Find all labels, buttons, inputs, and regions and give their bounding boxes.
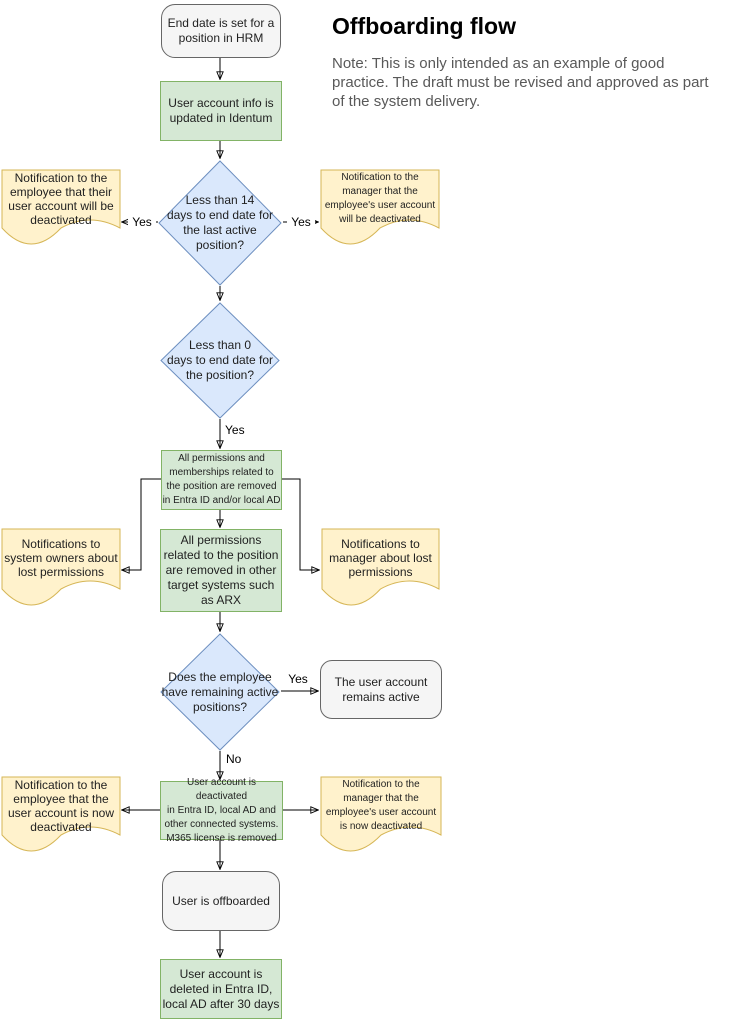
flow-node-permissions-ad: All permissions and memberships related … [161, 450, 282, 510]
flow-note-manager-lost-permissions-label: Notifications to manager about lost perm… [329, 537, 432, 580]
edge-permad-note-mgrlost [282, 478, 319, 570]
flow-decision-14days-label: Less than 14 days to end date for the la… [166, 193, 274, 252]
document-shape [320, 776, 442, 852]
flow-note-system-owners: Notifications to system owners about los… [1, 528, 121, 616]
flow-note-manager-now-deactivated: Notification to the manager that the emp… [320, 776, 442, 862]
flow-node-identum: User account info is updated in Identum [160, 81, 282, 141]
flow-node-identum-label: User account info is updated in Identum [168, 96, 274, 125]
document-shape [1, 776, 121, 852]
edge-permad-note-sysowners [122, 478, 161, 570]
flow-node-permissions-other: All permissions related to the position … [160, 529, 282, 612]
flow-note-system-owners-label: Notifications to system owners about los… [4, 537, 118, 580]
flow-node-offboarded-label: User is offboarded [172, 893, 270, 908]
edge-label-d0-yes: Yes [224, 423, 246, 437]
diamond-shape [160, 633, 280, 751]
flow-node-permissions-other-label: All permissions related to the position … [163, 533, 279, 607]
edge-label-remaining-no: No [225, 752, 243, 766]
flow-decision-remaining-positions: Does the employee have remaining active … [160, 633, 280, 751]
flow-node-start: End date is set for a position in HRM [161, 4, 281, 58]
edge-label-d14-yes-left: Yes [128, 215, 156, 229]
document-shape [1, 169, 121, 245]
flow-note-manager-lost-permissions: Notifications to manager about lost perm… [321, 528, 440, 616]
flow-node-remains-active: The user account remains active [320, 660, 442, 719]
flow-note-manager-will-deactivate: Notification to the manager that the emp… [320, 169, 440, 255]
flow-node-deleted-label: User account is deleted in Entra ID, loc… [162, 966, 280, 1011]
diagram-title: Offboarding flow [332, 13, 516, 39]
flow-decision-remaining-positions-label: Does the employee have remaining active … [161, 669, 279, 714]
document-shape [1, 528, 121, 606]
diagram-note: Note: This is only intended as an exampl… [332, 55, 709, 110]
flow-decision-14days: Less than 14 days to end date for the la… [158, 160, 282, 286]
document-shape [321, 528, 440, 606]
flow-node-start-label: End date is set for a position in HRM [167, 16, 275, 45]
diamond-shape [160, 302, 280, 419]
flow-note-manager-will-deactivate-label: Notification to the manager that the emp… [324, 171, 436, 225]
flow-note-employee-will-deactivate-label: Notification to the employee that their … [8, 170, 114, 227]
flow-node-offboarded: User is offboarded [162, 871, 280, 931]
flow-node-remains-active-label: The user account remains active [334, 674, 428, 704]
flow-note-employee-now-deactivated-label: Notification to the employee that the us… [7, 777, 115, 834]
edge-label-remaining-yes: Yes [284, 672, 312, 686]
flow-node-deleted: User account is deleted in Entra ID, loc… [160, 959, 282, 1019]
flow-decision-0days-label: Less than 0 days to end date for the pos… [166, 338, 274, 382]
flow-note-employee-will-deactivate: Notification to the employee that their … [1, 169, 121, 255]
flow-note-manager-now-deactivated-label: Notification to the manager that the emp… [325, 778, 437, 832]
flow-node-deactivated-label: User account is deactivated in Entra ID,… [164, 776, 279, 844]
diamond-shape [158, 160, 282, 286]
edge-label-d14-yes-right: Yes [287, 215, 315, 229]
flow-note-employee-now-deactivated: Notification to the employee that the us… [1, 776, 121, 862]
flow-node-deactivated: User account is deactivated in Entra ID,… [160, 777, 283, 844]
flow-node-permissions-ad-label: All permissions and memberships related … [162, 453, 281, 506]
flow-decision-0days: Less than 0 days to end date for the pos… [160, 302, 280, 419]
diagram-header: Offboarding flow Note: This is only inte… [332, 12, 740, 111]
document-shape [320, 169, 440, 245]
